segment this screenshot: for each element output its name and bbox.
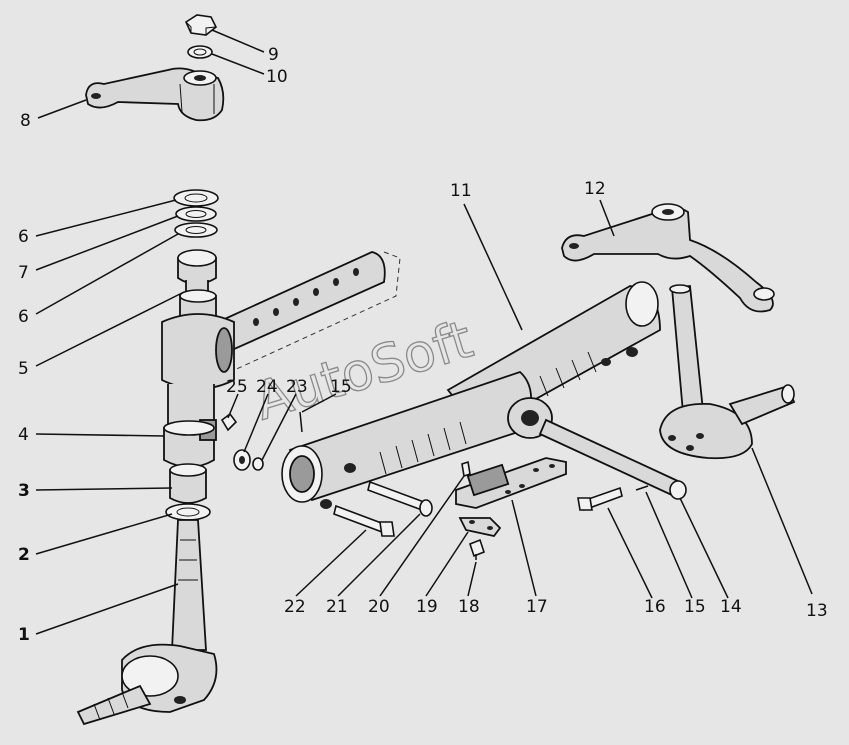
callout-4: 4 (18, 425, 29, 445)
callout-15-left: 15 (330, 377, 352, 397)
part-washer-24 (233, 449, 251, 471)
callout-2: 2 (18, 545, 30, 565)
part-bolt-21 (367, 480, 433, 517)
part-washer-10 (187, 45, 213, 59)
leader-lines (35, 29, 813, 635)
part-bolt-18 (469, 538, 485, 560)
part-bolt-16 (577, 486, 623, 511)
part-plate-17 (455, 457, 567, 509)
callout-22: 22 (284, 597, 306, 617)
part-plate-19 (458, 517, 502, 538)
part-washer-6-top (173, 189, 219, 207)
part-grease-fitting-25 (220, 412, 238, 432)
part-nut-9 (184, 14, 218, 36)
callout-5: 5 (18, 359, 29, 379)
callout-7: 7 (18, 263, 29, 283)
part-knuckle-13 (659, 284, 796, 460)
callout-15-right: 15 (684, 597, 706, 617)
callout-labels: 1 2 3 4 5 6 7 6 8 9 10 11 12 13 14 15 16… (18, 45, 828, 645)
callout-9: 9 (268, 45, 279, 65)
callout-10: 10 (266, 67, 288, 87)
callout-18: 18 (458, 597, 480, 617)
callout-6-top: 6 (18, 227, 29, 247)
callout-24: 24 (256, 377, 278, 397)
callout-6-bottom: 6 (18, 307, 29, 327)
part-washer-6-bottom (174, 222, 218, 238)
callout-17: 17 (526, 597, 548, 617)
part-knuckle-1 (76, 519, 218, 726)
part-pin-15-left (299, 411, 303, 433)
callout-8: 8 (20, 111, 31, 131)
part-tube-housing-11 (281, 281, 661, 509)
callout-21: 21 (326, 597, 348, 617)
callout-14: 14 (720, 597, 742, 617)
callout-3: 3 (18, 481, 30, 501)
callout-23: 23 (286, 377, 308, 397)
part-bushing-5 (177, 249, 217, 297)
part-seal-3 (169, 463, 207, 504)
part-lever-8 (85, 67, 225, 122)
callout-12: 12 (584, 179, 606, 199)
part-rod-14 (538, 418, 687, 500)
callout-20: 20 (368, 597, 390, 617)
part-bolt-22 (333, 504, 395, 537)
callout-1: 1 (18, 625, 30, 645)
callout-16: 16 (644, 597, 666, 617)
callout-11: 11 (450, 181, 472, 201)
part-pin-20 (461, 460, 471, 478)
part-nut-23 (252, 457, 264, 471)
part-spring-7 (175, 206, 217, 222)
callout-25: 25 (226, 377, 248, 397)
part-steering-arm-12 (561, 203, 775, 313)
part-housing-4 (161, 251, 401, 468)
part-pin-15-right (635, 485, 649, 491)
callout-13: 13 (806, 601, 828, 621)
callout-19: 19 (416, 597, 438, 617)
part-washer-2 (165, 503, 211, 521)
